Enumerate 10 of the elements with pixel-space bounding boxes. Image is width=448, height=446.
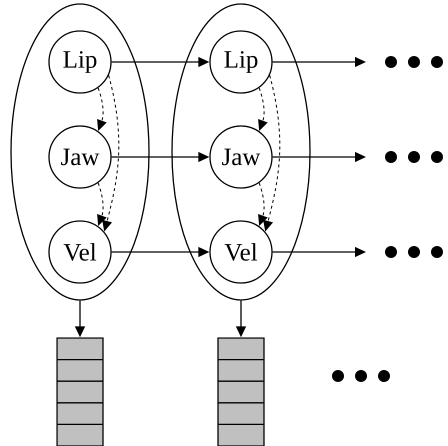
circle-node: Lip <box>209 30 273 94</box>
stacked-boxes <box>56 337 104 446</box>
ellipse <box>171 3 311 301</box>
circle-node: Lip <box>48 30 112 94</box>
circle-node: Vel <box>209 220 273 284</box>
circle-node: Vel <box>48 220 112 284</box>
ellipse <box>10 3 150 301</box>
stacked-boxes <box>217 337 265 446</box>
circle-node: Jaw <box>209 125 273 189</box>
circle-node: Jaw <box>48 125 112 189</box>
